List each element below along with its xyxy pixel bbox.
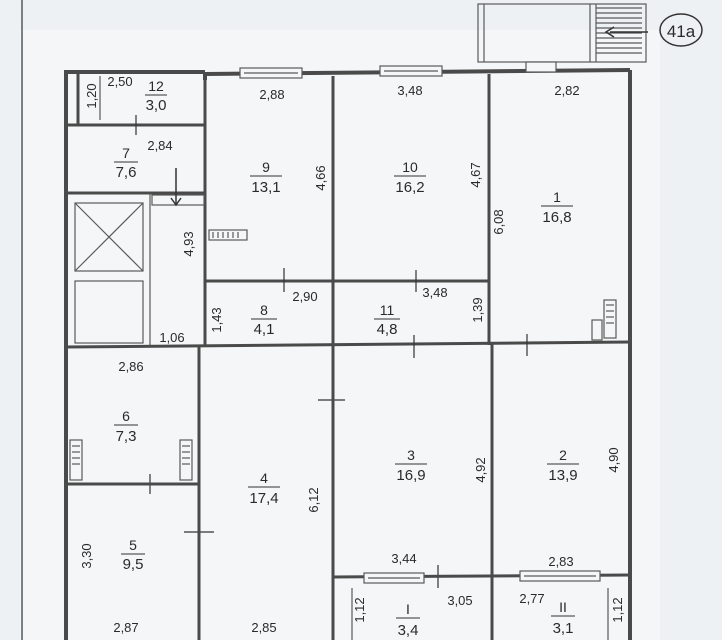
room-area: 16,8 — [542, 209, 571, 226]
stair-arrow — [149, 168, 205, 345]
room-number: 8 — [260, 302, 268, 318]
room-area: 3,0 — [146, 97, 167, 114]
room-labels: 12 3,0 7 7,6 9 13,1 10 16,2 1 16,8 — [114, 78, 579, 639]
room-label: 12 3,0 — [145, 78, 167, 114]
dim-label: 2,87 — [113, 620, 138, 635]
dim-label: 2,82 — [554, 83, 579, 98]
dim-label: 1,20 — [84, 83, 99, 108]
room-area: 16,2 — [395, 179, 424, 196]
dim-label: 3,48 — [397, 83, 422, 98]
room-label: 10 16,2 — [394, 159, 426, 196]
dim-label: 1,43 — [209, 307, 224, 332]
dim-label: 2,85 — [251, 620, 276, 635]
dim-label: 3,30 — [79, 543, 94, 568]
room-number: 12 — [148, 78, 164, 94]
room-label: 8 4,1 — [251, 302, 277, 338]
room-number: 2 — [559, 447, 567, 463]
room-label: 9 13,1 — [250, 159, 282, 196]
dim-label: 1,12 — [352, 597, 367, 622]
dim-label: 4,67 — [468, 162, 483, 187]
room-label: 6 7,3 — [114, 408, 138, 445]
dim-label: 2,84 — [147, 138, 172, 153]
dim-label: 2,90 — [292, 289, 317, 304]
top-windows — [239, 61, 557, 79]
dim-label: 6,12 — [306, 487, 321, 512]
radiator — [69, 229, 617, 481]
room-label: 4 17,4 — [248, 470, 280, 507]
dim-label: 4,92 — [473, 457, 488, 482]
dim-label: 1,06 — [159, 330, 184, 345]
dim-label: 3,48 — [422, 285, 447, 300]
room-label: 5 9,5 — [121, 537, 145, 573]
dim-label: 4,93 — [181, 231, 196, 256]
room-area: 4,1 — [254, 321, 275, 338]
dim-label: 4,66 — [313, 165, 328, 190]
dim-label: 3,05 — [447, 593, 472, 608]
room-number: 1 — [553, 189, 561, 205]
room-label: 2 13,9 — [547, 447, 579, 484]
sheet-label: 41а — [659, 13, 703, 47]
room-number: 7 — [122, 145, 130, 161]
room-number: I — [406, 601, 410, 617]
room-area: 16,9 — [396, 467, 425, 484]
dim-label: 6,08 — [491, 209, 506, 234]
room-label: II 3,1 — [551, 599, 575, 637]
dim-label: 1,39 — [470, 297, 485, 322]
dim-label: 2,86 — [118, 359, 143, 374]
room-number: 4 — [260, 470, 268, 486]
room-number: II — [559, 599, 567, 615]
dim-label: 3,44 — [391, 551, 416, 566]
room-label: 11 4,8 — [374, 302, 400, 338]
room-number: 10 — [402, 159, 418, 175]
dim-label: 1,12 — [610, 597, 625, 622]
room-area: 3,1 — [553, 620, 574, 637]
room-label: I 3,4 — [396, 601, 420, 639]
room-label: 7 7,6 — [114, 145, 138, 181]
room-area: 7,6 — [116, 164, 137, 181]
room-number: 3 — [407, 447, 415, 463]
room-label: 1 16,8 — [541, 189, 573, 226]
dimension-labels: 1,20 2,50 2,88 3,48 2,82 2,84 4,66 4,67 … — [79, 74, 625, 635]
dim-label: 2,88 — [259, 87, 284, 102]
room-area: 13,9 — [548, 467, 577, 484]
dim-label: 2,50 — [107, 74, 132, 89]
dim-label: 2,83 — [548, 554, 573, 569]
room-number: 6 — [122, 408, 130, 424]
sheet-label-text: 41а — [667, 22, 696, 41]
room-area: 7,3 — [116, 428, 137, 445]
room-label: 3 16,9 — [395, 447, 427, 484]
dim-label: 2,77 — [519, 591, 544, 606]
room-area: 17,4 — [249, 490, 278, 507]
room-number: 11 — [380, 302, 395, 318]
room-area: 9,5 — [123, 556, 144, 573]
room-area: 3,4 — [398, 622, 419, 639]
stair-block — [477, 3, 648, 63]
room-number: 5 — [129, 537, 137, 553]
room-number: 9 — [262, 159, 270, 175]
dim-label: 4,90 — [606, 447, 621, 472]
elevator-shaft — [74, 202, 144, 344]
room-area: 13,1 — [251, 179, 280, 196]
room-area: 4,8 — [377, 321, 398, 338]
